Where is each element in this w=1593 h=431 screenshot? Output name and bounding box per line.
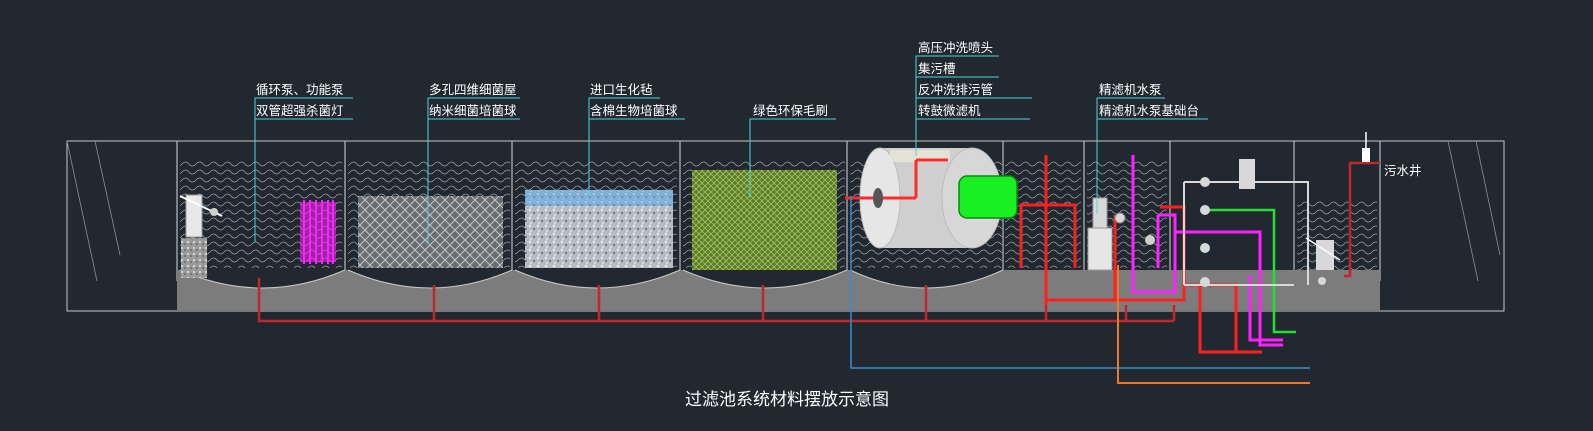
green-pipe — [1204, 208, 1296, 334]
sewage-pump-icon — [1305, 237, 1341, 285]
magenta-pipes — [1131, 155, 1283, 347]
label-bio-layer: 多孔四维细菌屋 — [429, 82, 517, 97]
sewage-outlet-icon — [1362, 132, 1370, 162]
equipment-pipes — [1183, 159, 1309, 287]
fine-filter-pump-icon — [1087, 197, 1155, 271]
circulation-pump-icon — [179, 194, 223, 278]
label-sewage-well: 污水井 — [1384, 163, 1422, 178]
labels: 循环泵、功能泵 双管超强杀菌灯 多孔四维细菌屋 纳米细菌培菌球 进口生化毡 含棉… — [256, 40, 1422, 178]
bio-house-media — [358, 196, 503, 268]
label-pump: 循环泵、功能泵 — [256, 82, 344, 97]
label-nozzle: 高压冲洗喷头 — [918, 40, 993, 55]
label-fine-pump: 精滤机水泵 — [1099, 82, 1162, 97]
bottom-drain-pipe — [257, 278, 1176, 323]
bio-felt-media — [525, 190, 673, 268]
leader-lines — [254, 55, 1208, 242]
drum-filter-icon — [845, 147, 1018, 249]
label-bio-felt: 进口生化毡 — [590, 82, 653, 97]
label-backwash-pipe: 反冲洗排污管 — [918, 82, 993, 97]
label-cotton-ball: 含棉生物培菌球 — [590, 103, 678, 118]
label-drum-filter: 转鼓微滤机 — [918, 103, 981, 118]
label-nano-ball: 纳米细菌培菌球 — [429, 103, 517, 118]
diagram-title: 过滤池系统材料摆放示意图 — [685, 390, 889, 410]
blue-pipe — [850, 196, 1310, 369]
label-pump-base: 精滤机水泵基础台 — [1099, 103, 1199, 118]
uv-lamp-icon — [300, 200, 336, 264]
orange-pipe — [1117, 265, 1310, 384]
label-uv-lamp: 双管超强杀菌灯 — [256, 103, 344, 118]
label-sewage-trough: 集污槽 — [918, 61, 956, 76]
sewage-riser-pipe — [1344, 161, 1380, 278]
brush-media — [692, 170, 837, 270]
label-brush: 绿色环保毛刷 — [753, 103, 828, 118]
chamber-walls — [176, 141, 1381, 281]
